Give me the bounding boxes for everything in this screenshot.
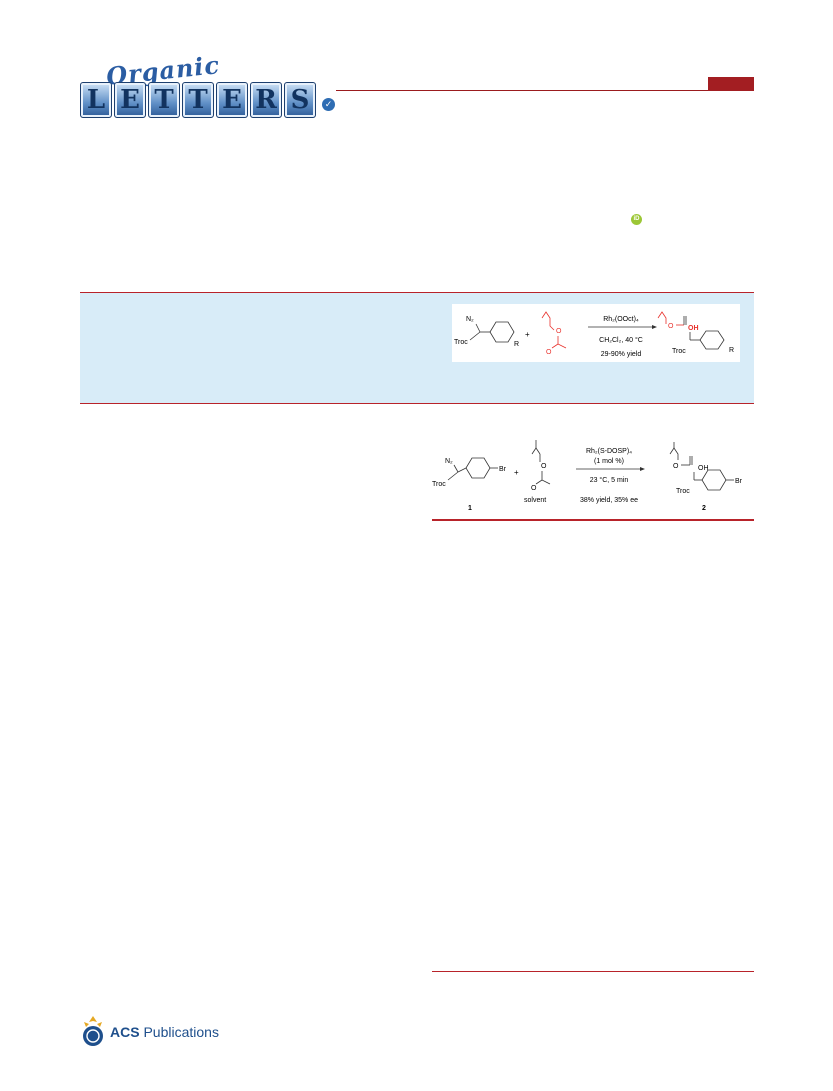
- toc-product-o: O: [668, 323, 674, 330]
- compound-2-label: 2: [702, 505, 706, 512]
- scheme-product-o: O: [673, 463, 679, 470]
- toc-graphic: N₂ Troc R + O O Rh₂(OOct)₄ CH₂Cl₂, 40 °C…: [452, 304, 740, 362]
- logo-tile-5: E: [216, 82, 248, 118]
- logo-tile-2: E: [114, 82, 146, 118]
- toc-ester-o: O: [556, 328, 562, 335]
- scheme-loading: (1 mol %): [594, 458, 624, 465]
- scheme-catalyst: Rh₂(S-DOSP)₄: [586, 448, 632, 455]
- acs-wordmark: ACS Publications: [110, 1024, 219, 1040]
- toc-arene-ring-left: [489, 321, 515, 343]
- journal-logo: Organic L E T T E R S ✓: [80, 50, 340, 120]
- scheme-1-svg: N₂ Troc Br + 1 O O solvent Rh₂(S-DOSP)₄ …: [432, 440, 743, 512]
- toc-oh: OH: [688, 325, 699, 332]
- toc-r-right: R: [729, 347, 734, 354]
- acs-publications-logo: ACS Publications: [80, 1014, 220, 1048]
- scheme-solvent-label: solvent: [524, 497, 546, 504]
- toc-n2: N₂: [466, 316, 474, 323]
- scheme-ester-o1: O: [541, 463, 547, 470]
- toc-scheme-svg: N₂ Troc R + O O Rh₂(OOct)₄ CH₂Cl₂, 40 °C…: [454, 311, 734, 358]
- scheme-ester-o2: O: [531, 485, 537, 492]
- scheme-outcome: 38% yield, 35% ee: [580, 497, 638, 504]
- scheme-br-left: Br: [499, 466, 507, 473]
- logo-tile-4: T: [182, 82, 214, 118]
- toc-troc-right: Troc: [672, 348, 686, 355]
- logo-tile-1: L: [80, 82, 112, 118]
- scheme-arene-ring-left: [465, 457, 491, 479]
- toc-r-left: R: [514, 341, 519, 348]
- letter-tab: [708, 77, 754, 91]
- scheme-arene-ring-right: [701, 469, 727, 491]
- toc-yield: 29-90% yield: [601, 351, 642, 358]
- acs-wordmark-rest: Publications: [143, 1024, 219, 1040]
- check-badge-icon: ✓: [322, 98, 335, 111]
- toc-plus: +: [525, 330, 530, 339]
- scheme-1: N₂ Troc Br + 1 O O solvent Rh₂(S-DOSP)₄ …: [428, 440, 754, 518]
- acs-wordmark-bold: ACS: [110, 1024, 140, 1040]
- toc-catalyst: Rh₂(OOct)₄: [603, 316, 639, 323]
- scheme-troc-right: Troc: [676, 488, 690, 495]
- scheme-rule: [432, 519, 754, 521]
- toc-conditions: CH₂Cl₂, 40 °C: [599, 336, 643, 344]
- logo-tile-3: T: [148, 82, 180, 118]
- scheme-oh: OH: [698, 465, 709, 472]
- toc-arene-ring-right: [699, 330, 725, 350]
- scheme-plus: +: [514, 468, 519, 477]
- scheme-troc-left: Troc: [432, 481, 446, 488]
- orcid-icon[interactable]: iD: [631, 214, 642, 225]
- scheme-n2: N₂: [445, 458, 453, 465]
- toc-ketone-o: O: [546, 349, 552, 356]
- logo-tile-6: R: [250, 82, 282, 118]
- footnote-rule: [432, 971, 754, 972]
- compound-1-label: 1: [468, 505, 472, 512]
- scheme-conditions: 23 °C, 5 min: [590, 476, 629, 484]
- header-rule: [336, 90, 754, 91]
- acs-emblem-icon: [83, 1016, 103, 1046]
- scheme-br-right: Br: [735, 478, 743, 485]
- logo-tile-7: S: [284, 82, 316, 118]
- toc-troc-left: Troc: [454, 339, 468, 346]
